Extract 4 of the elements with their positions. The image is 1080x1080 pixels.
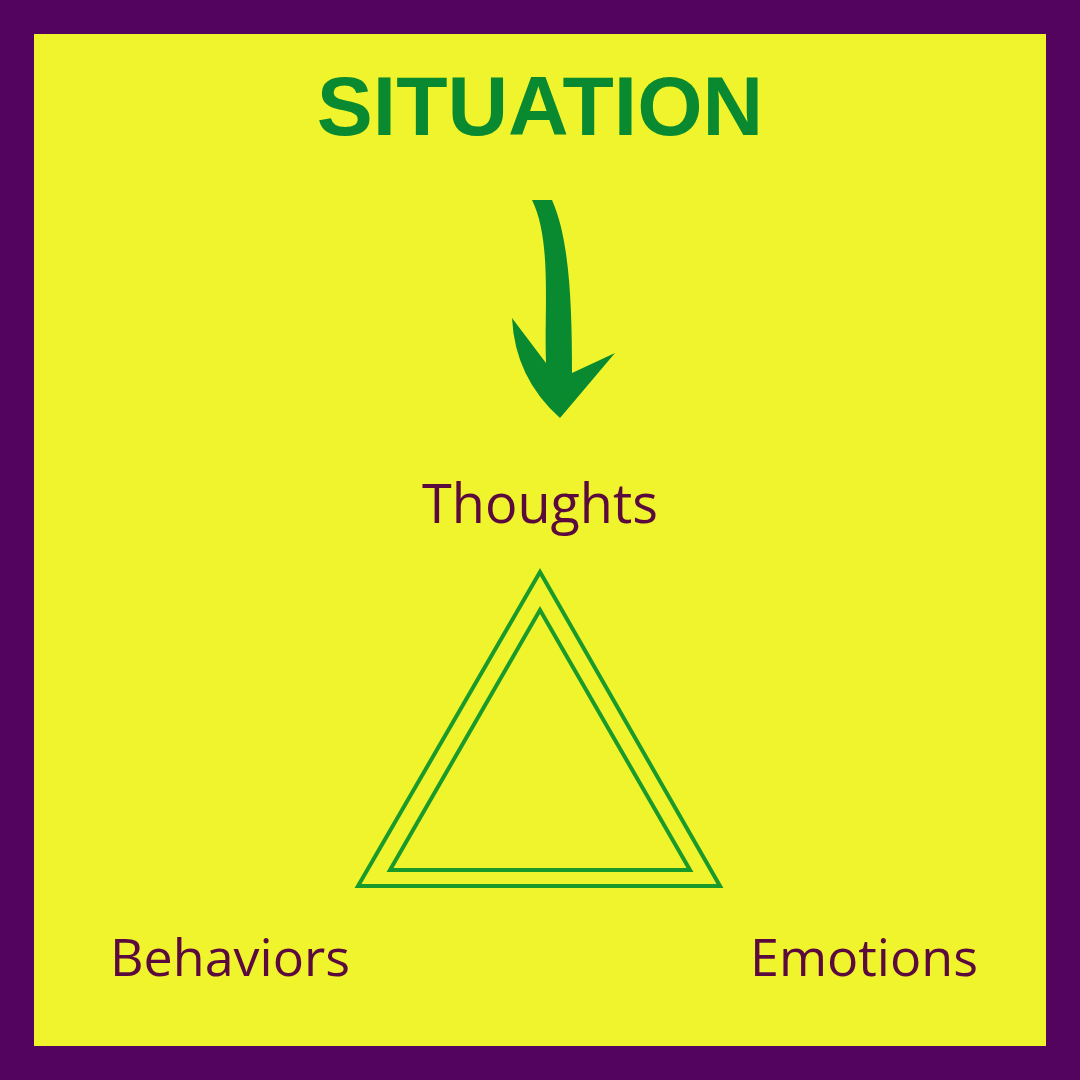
- vertex-label: Emotions: [750, 920, 978, 991]
- vertex-label: Behaviors: [110, 920, 350, 991]
- curved-arrow: [512, 200, 615, 418]
- heading-text: SITUATION: [316, 60, 764, 153]
